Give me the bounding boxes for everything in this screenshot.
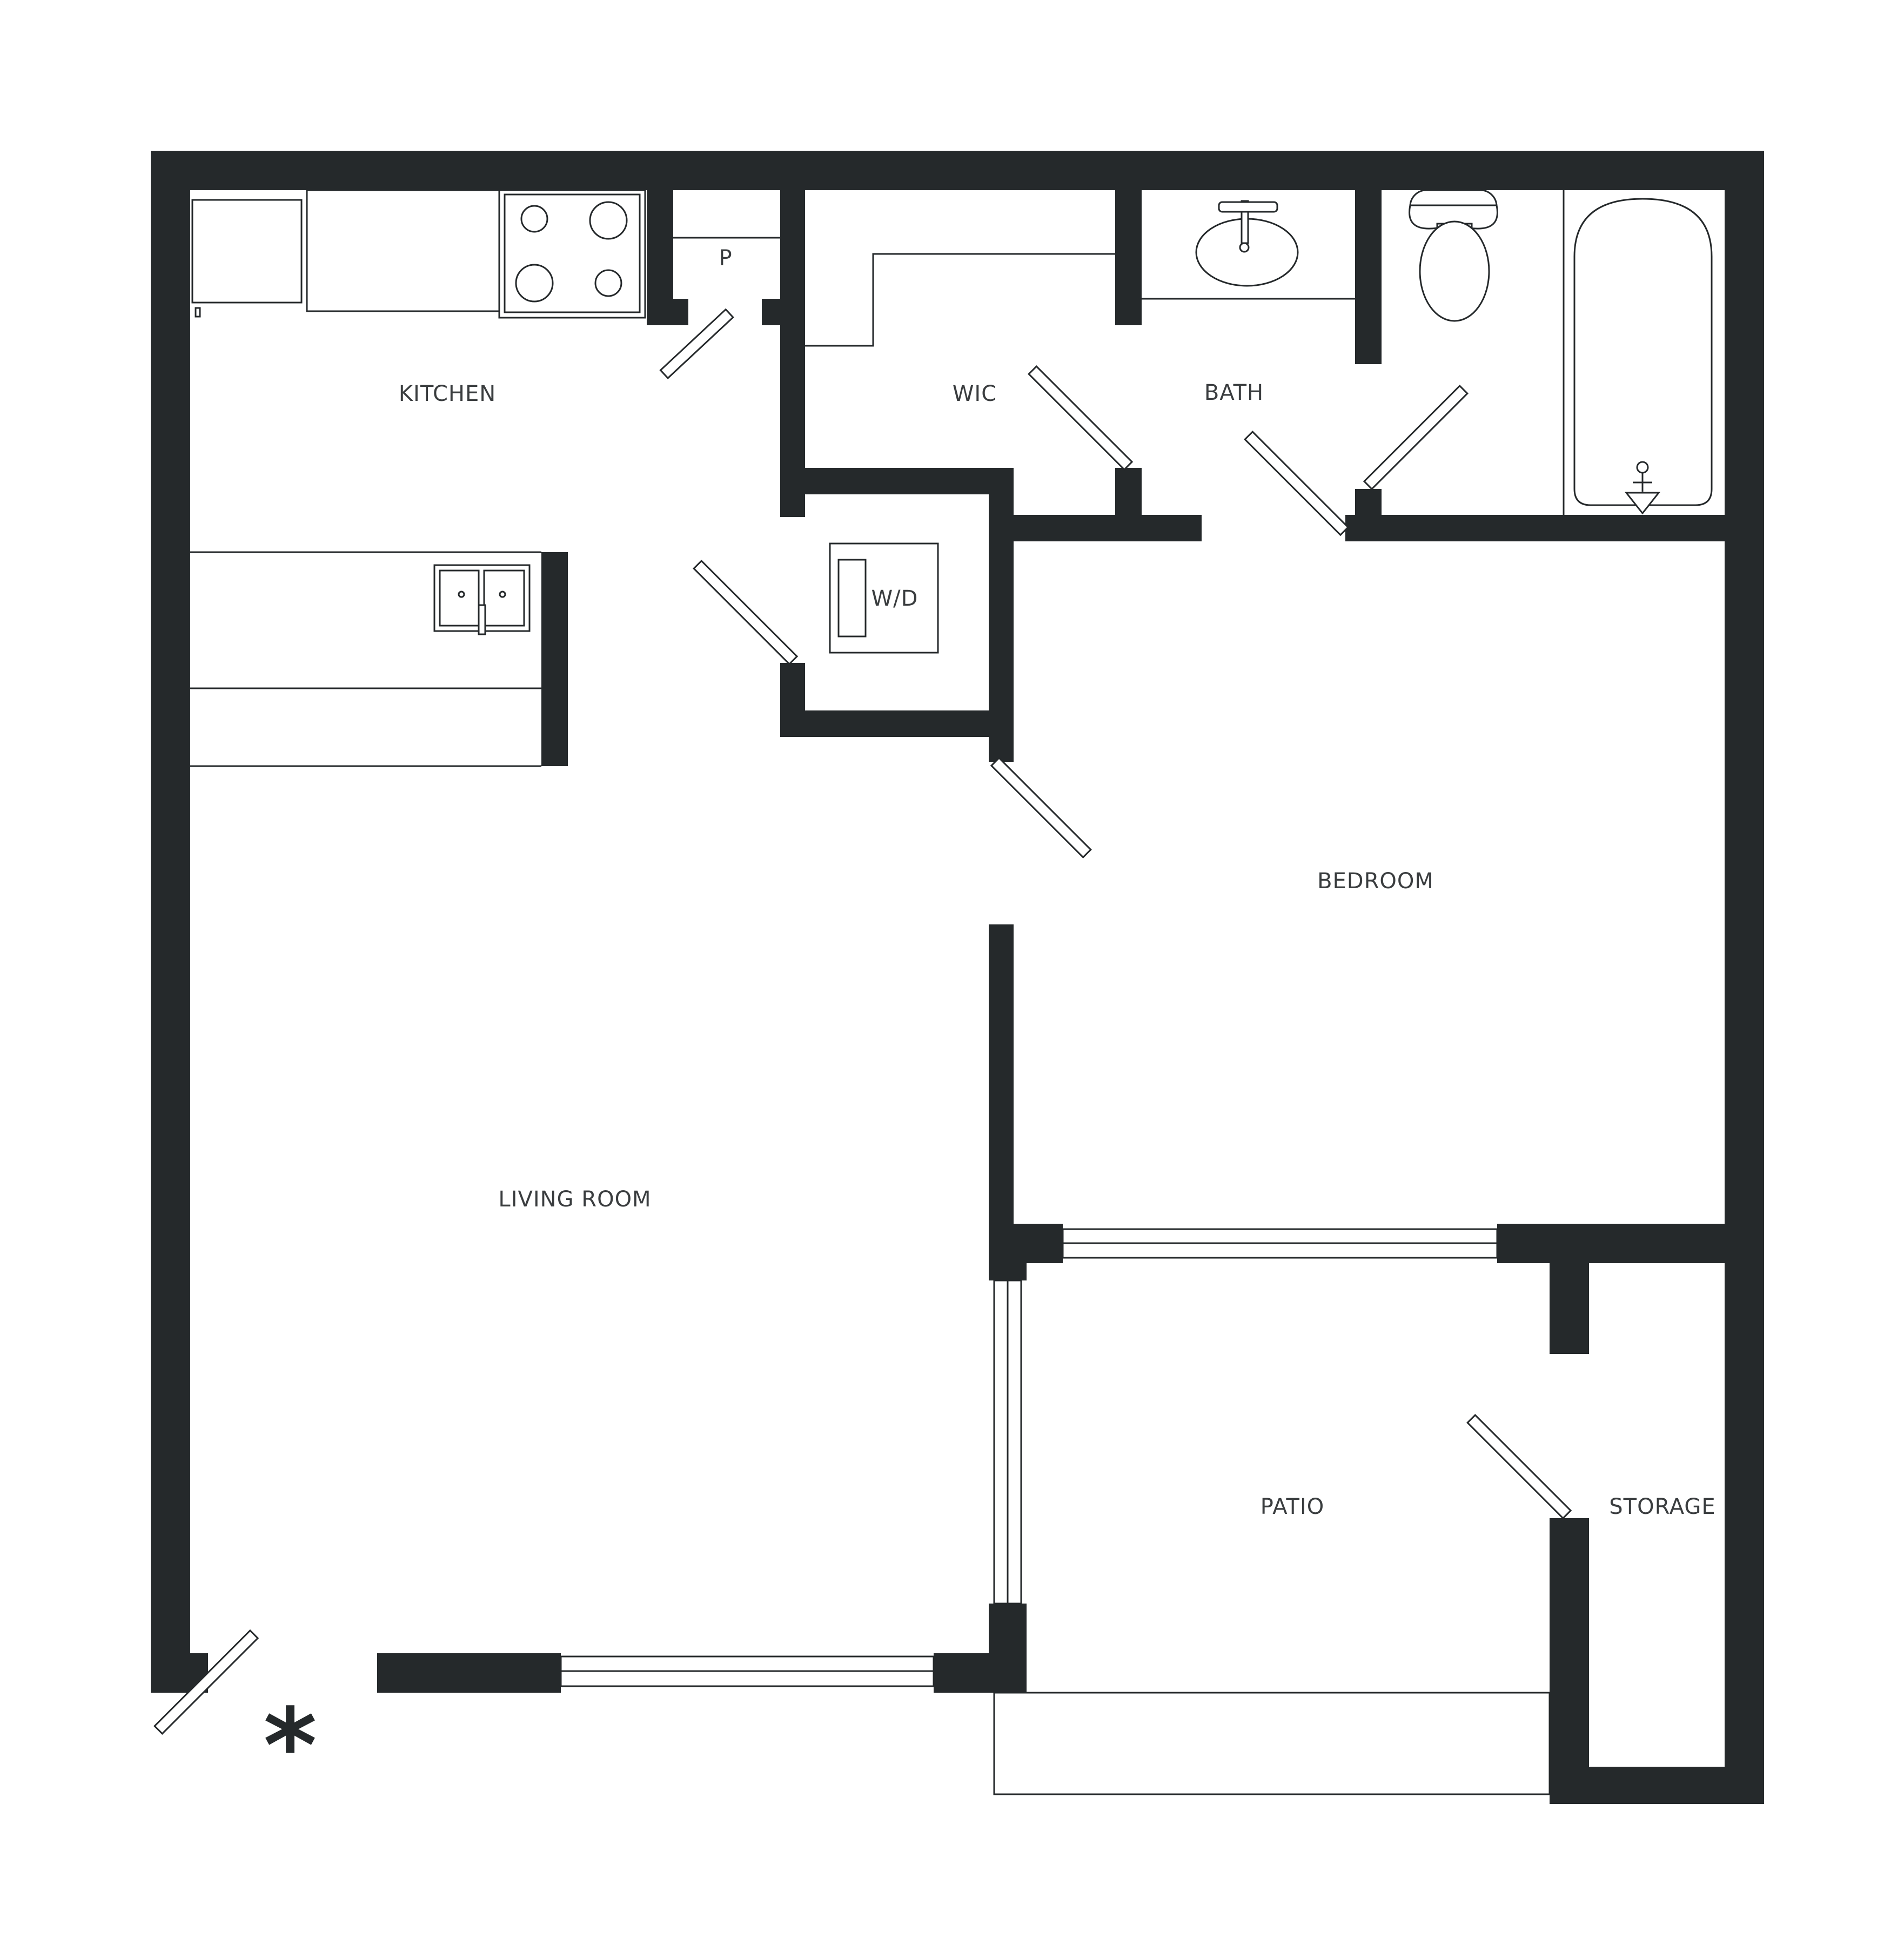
room-label-laundry: W/D <box>871 586 919 611</box>
bath-toilet-partition <box>1355 190 1382 364</box>
right-wall <box>1725 151 1764 1804</box>
kitchen-island-end-wall <box>541 552 568 766</box>
room-labels: KITCHEN P WIC BATH W/D BEDROOM LIVING RO… <box>399 246 1715 1519</box>
patio-lower-post <box>989 1604 1027 1693</box>
bedroom-bottom-wall-right <box>1497 1224 1764 1263</box>
pantry-door <box>659 308 734 379</box>
stove-burner-icon <box>515 264 554 303</box>
room-label-bath: BATH <box>1204 380 1264 405</box>
closet-shelf <box>805 253 1115 347</box>
windows <box>560 1228 1551 1795</box>
bath-faucet-handle <box>1218 201 1278 213</box>
bedroom-door <box>990 756 1092 859</box>
storage-left-wall-lower <box>1550 1518 1589 1804</box>
room-label-kitchen: KITCHEN <box>399 381 496 406</box>
kitchen-sink-drain <box>458 591 465 598</box>
laundry-bottom-wall <box>780 710 1014 737</box>
toilet-bowl <box>1419 220 1490 322</box>
wic-bath-divider <box>1115 190 1142 325</box>
stove-burner-icon <box>589 201 628 240</box>
tub-drain-icon <box>1624 492 1661 515</box>
kitchen-counter <box>306 189 500 312</box>
pantry-left-return <box>647 299 688 325</box>
kitchen-sink-drain <box>499 591 506 598</box>
wic-fixtures <box>805 253 1115 347</box>
kitchen-sink-basin <box>483 569 525 627</box>
tub-faucet-icon <box>1636 461 1649 474</box>
patio-corner-post <box>989 1224 1027 1280</box>
room-label-bedroom: BEDROOM <box>1317 869 1434 894</box>
room-label-patio: PATIO <box>1261 1494 1325 1519</box>
stove-burner-icon <box>520 205 548 233</box>
left-wall <box>151 151 190 1693</box>
bedroom-living-divider <box>989 924 1014 1280</box>
kitchen-sink-basin <box>439 569 480 627</box>
stove-burner-icon <box>594 269 622 297</box>
bath-door <box>1244 431 1350 536</box>
exterior-walls <box>151 151 1764 1804</box>
laundry-door <box>693 560 799 666</box>
kitchen-fixtures <box>190 189 780 767</box>
laundry-fixtures <box>829 542 939 654</box>
bath-fixtures <box>1142 189 1713 515</box>
bath-sink-drain <box>1239 242 1250 253</box>
doors <box>153 308 1572 1735</box>
kitchen-faucet <box>478 604 486 635</box>
bath-bottom-wall-left <box>1014 515 1202 541</box>
patio-railing <box>993 1692 1551 1795</box>
top-wall <box>151 151 1764 190</box>
toilet-room-door <box>1363 385 1469 491</box>
bath-bottom-wall-right <box>1345 515 1725 541</box>
room-label-wic: WIC <box>953 381 997 406</box>
wic-bottom-wall <box>780 468 1014 494</box>
entry-door <box>153 1629 259 1735</box>
storage-left-wall-upper <box>1550 1243 1589 1354</box>
room-label-living-room: LIVING ROOM <box>498 1187 651 1212</box>
wic-door <box>1028 365 1134 471</box>
entry-marker-icon: * <box>263 1686 317 1806</box>
pantry-right-wall <box>780 190 805 517</box>
storage-door <box>1466 1414 1572 1520</box>
room-label-storage: STORAGE <box>1609 1494 1715 1519</box>
pantry-right-return <box>762 299 805 325</box>
bathtub <box>1573 198 1713 506</box>
refrigerator <box>191 199 303 304</box>
interior-walls <box>541 190 1764 1804</box>
washer-dryer-panel <box>837 559 867 638</box>
refrigerator-foot <box>195 307 201 318</box>
room-label-pantry: P <box>719 246 732 271</box>
bottom-wall-left-segment <box>377 1653 561 1693</box>
